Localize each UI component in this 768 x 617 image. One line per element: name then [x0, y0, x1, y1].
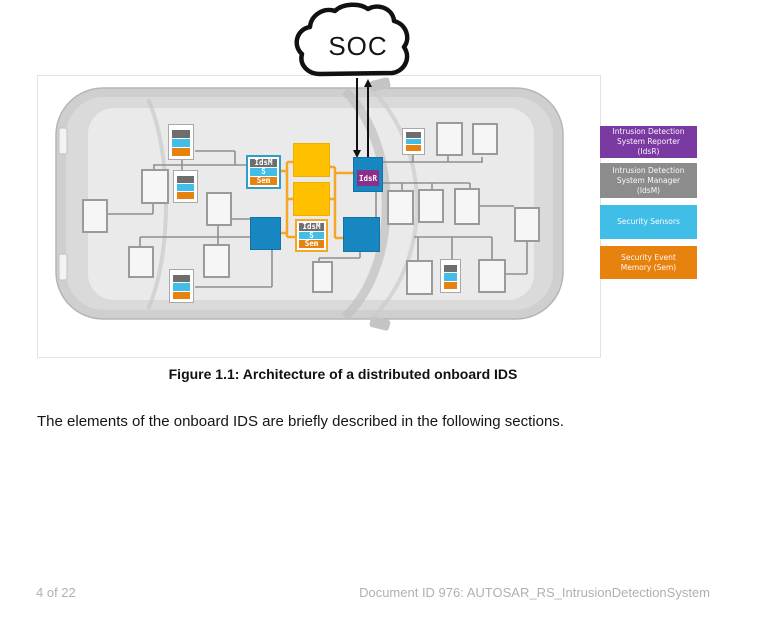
gateway-box	[293, 182, 330, 216]
ecu-box	[478, 259, 506, 293]
idsm-bar	[406, 132, 421, 138]
sem-bar	[177, 192, 194, 199]
idsr-host-box: IdsR	[353, 157, 383, 192]
ecu-box	[514, 207, 540, 242]
sensor-bar	[172, 139, 190, 147]
sem-label: Sem	[250, 177, 277, 185]
legend-item-idsm: Intrusion Detection System Manager (IdsM…	[600, 163, 697, 198]
body-text: The elements of the onboard IDS are brie…	[37, 413, 564, 430]
sensor-bar	[177, 184, 194, 191]
ecu-box	[82, 199, 108, 233]
sensor-bar	[406, 138, 421, 145]
sensor-sem-stack	[169, 269, 194, 303]
sensor-label: S	[299, 232, 324, 240]
sem-bar	[406, 145, 421, 152]
page-number: 4 of 22	[36, 585, 76, 600]
sensor-bar	[173, 283, 190, 291]
idsm-bar	[173, 275, 190, 283]
ecu-box	[436, 122, 463, 156]
document-id: Document ID 976: AUTOSAR_RS_IntrusionDet…	[359, 585, 710, 600]
sensor-sem-stack	[402, 128, 425, 155]
ecu-box	[206, 192, 232, 226]
blue-ecu-box	[343, 217, 380, 252]
sensor-bar	[444, 273, 457, 281]
idsm-label: IdsM	[250, 159, 277, 167]
legend-item-sem: Security Event Memory (Sem)	[600, 246, 697, 279]
idsm-stack: IdsM S Sem	[246, 155, 281, 189]
idsm-stack: IdsM S Sem	[295, 219, 328, 252]
ecu-box	[203, 244, 230, 278]
ecu-box	[387, 190, 414, 225]
ecu-box	[128, 246, 154, 278]
sem-label: Sem	[299, 240, 324, 249]
ecu-box	[141, 169, 169, 204]
idsm-bar	[444, 265, 457, 273]
sem-bar	[444, 281, 457, 289]
idsm-bar	[172, 130, 190, 138]
idsr-label: IdsR	[357, 170, 379, 186]
sem-bar	[172, 148, 190, 156]
idsm-label: IdsM	[299, 223, 324, 231]
figure-caption: Figure 1.1: Architecture of a distribute…	[168, 366, 518, 382]
blue-ecu-box	[250, 217, 281, 250]
idsm-bar	[177, 176, 194, 183]
ecu-box	[454, 188, 480, 225]
legend-item-idsr: Intrusion Detection System Reporter (Ids…	[600, 126, 697, 158]
legend-item-sensors: Security Sensors	[600, 205, 697, 239]
sensor-sem-stack	[173, 170, 198, 203]
sensor-sem-stack	[440, 259, 461, 293]
sensor-sem-stack	[168, 124, 194, 160]
ecu-box	[418, 189, 444, 223]
soc-cloud-label: SOC	[328, 31, 388, 61]
ecu-box	[472, 123, 498, 155]
sem-bar	[173, 291, 190, 299]
ecu-box	[406, 260, 433, 295]
ecu-box	[312, 261, 333, 293]
sensor-label: S	[250, 168, 277, 176]
gateway-box	[293, 143, 330, 177]
